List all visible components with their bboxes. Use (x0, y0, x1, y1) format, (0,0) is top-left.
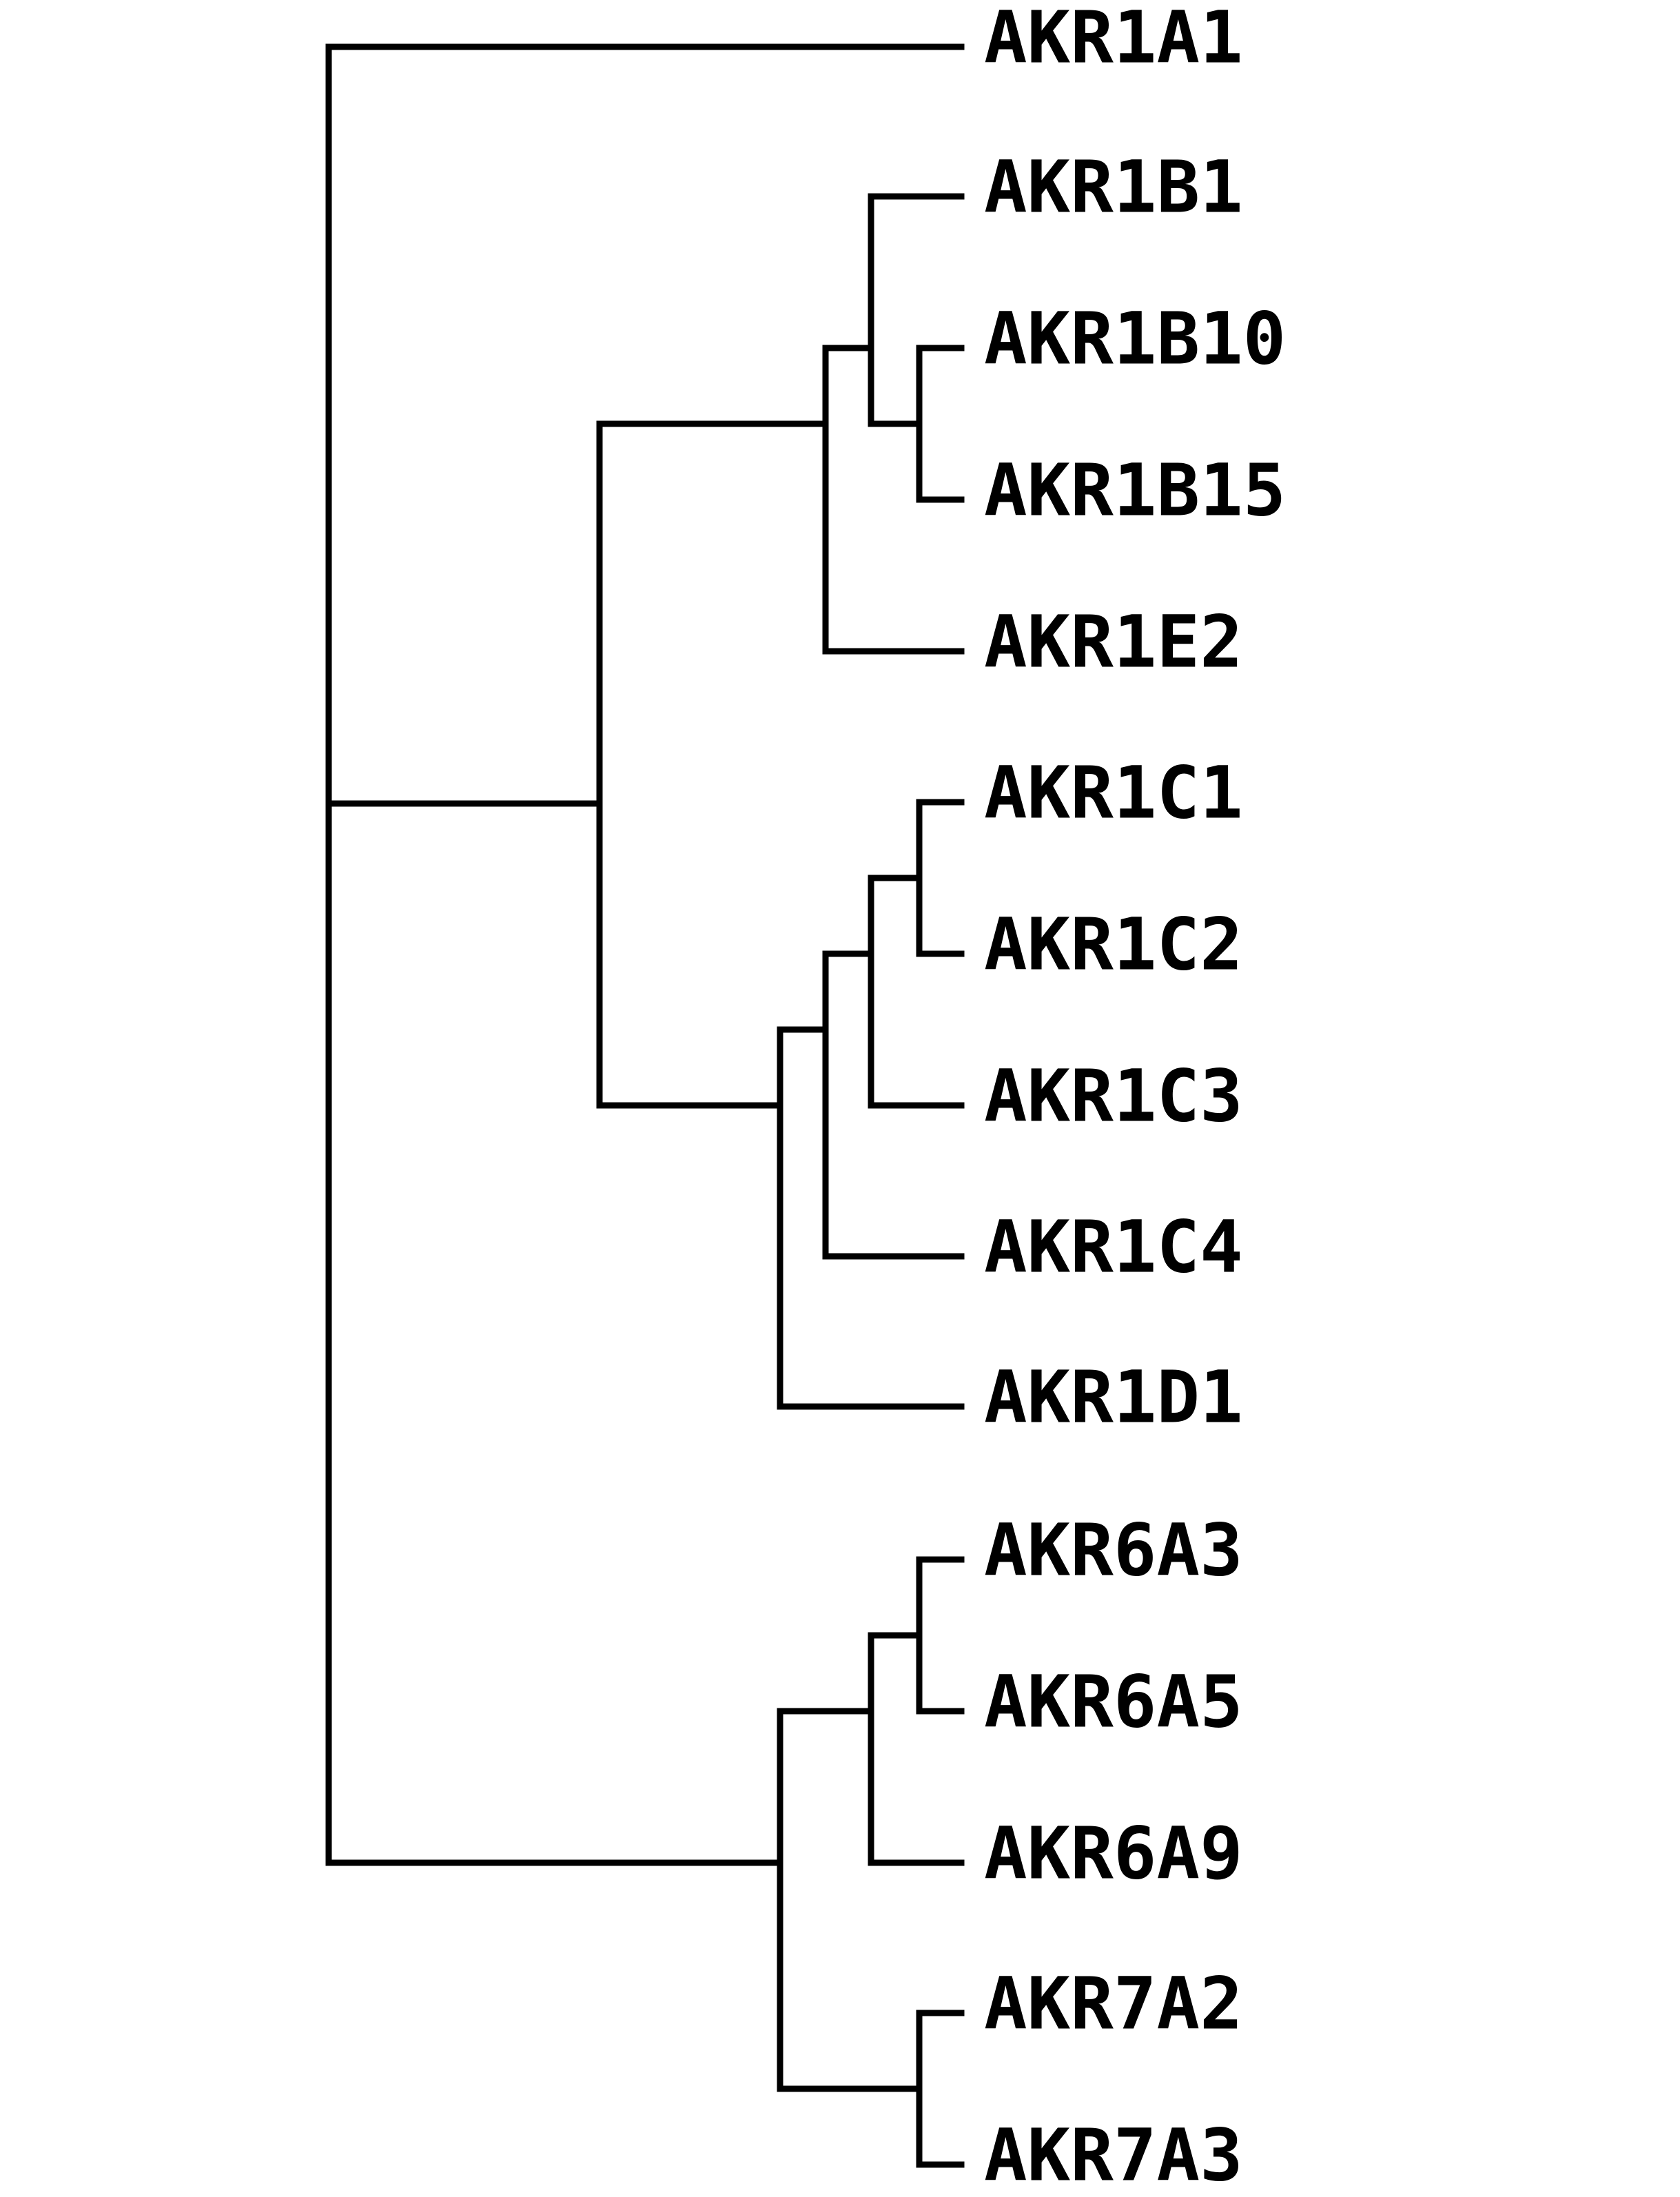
leaf-label-akr1b15: AKR1B15 (984, 448, 1286, 532)
leaf-label-akr1c1: AKR1C1 (984, 750, 1243, 835)
leaf-label-akr6a3: AKR6A3 (984, 1508, 1243, 1592)
leaf-label-akr1c2: AKR1C2 (984, 902, 1243, 986)
leaf-label-akr1c3: AKR1C3 (984, 1054, 1243, 1138)
leaf-label-akr1b10: AKR1B10 (984, 296, 1286, 380)
leaf-label-akr6a9: AKR6A9 (984, 1811, 1243, 1895)
leaf-labels: AKR1A1 AKR1B1 AKR1B10 AKR1B15 AKR1E2 AKR… (984, 0, 1286, 2197)
leaf-label-akr7a3: AKR7A3 (984, 2113, 1243, 2197)
leaf-label-akr1b1: AKR1B1 (984, 145, 1243, 229)
leaf-label-akr1e2: AKR1E2 (984, 600, 1243, 684)
leaf-label-akr1c4: AKR1C4 (984, 1205, 1243, 1289)
tree-branches (325, 43, 965, 2168)
leaf-label-akr7a2: AKR7A2 (984, 1961, 1243, 2045)
leaf-label-akr1a1: AKR1A1 (984, 0, 1243, 79)
leaf-label-akr1d1: AKR1D1 (984, 1355, 1243, 1439)
leaf-label-akr6a5: AKR6A5 (984, 1659, 1243, 1744)
